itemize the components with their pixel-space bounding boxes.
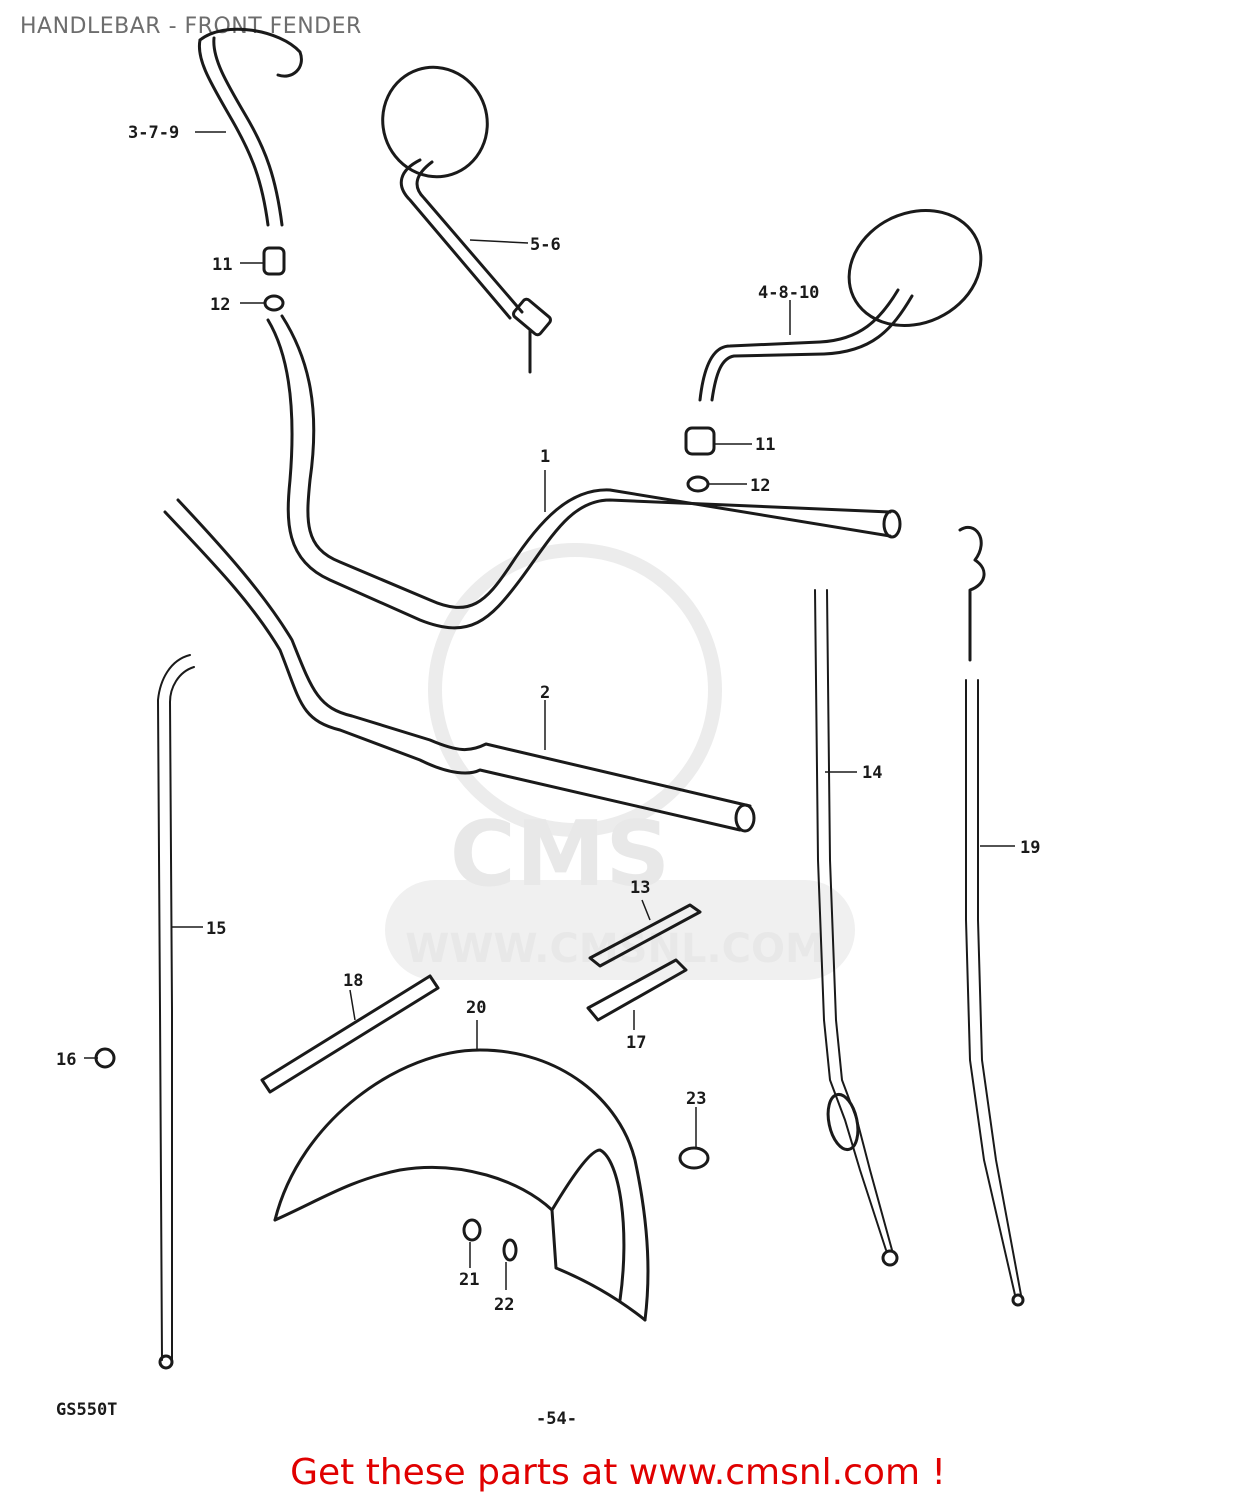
callout-12-right: 12: [750, 476, 770, 496]
page-title: HANDLEBAR - FRONT FENDER: [20, 14, 362, 39]
callout-3-7-9: 3-7-9: [128, 123, 179, 143]
callout-16: 16: [56, 1050, 76, 1070]
handlebar-lower-inner: [176, 498, 752, 808]
callout-4-8-10: 4-8-10: [758, 283, 819, 303]
bolt-23: [678, 1146, 710, 1170]
handlebar-upper: [266, 318, 892, 630]
callout-13: 13: [630, 878, 650, 898]
stay-17: [586, 958, 688, 1022]
handlebar-lower: [163, 510, 742, 832]
callout-23: 23: [686, 1089, 706, 1109]
leader-lines: [84, 131, 1015, 1290]
handlebar-upper-inner: [280, 314, 892, 609]
clip-16: [94, 1047, 116, 1069]
callout-19: 19: [1020, 838, 1040, 858]
cable-14: [814, 589, 899, 1267]
watermark-logo: CMS: [450, 802, 670, 907]
callout-11-left: 11: [212, 255, 232, 275]
stay-13: [588, 903, 702, 968]
callout-18: 18: [343, 971, 363, 991]
callout-12-left: 12: [210, 295, 230, 315]
callout-14: 14: [862, 763, 882, 783]
watermark: CMS WWW.CMSNL.COM: [385, 543, 855, 980]
callout-5-6: 5-6: [530, 235, 561, 255]
watermark-url: WWW.CMSNL.COM: [405, 926, 825, 972]
callout-2: 2: [540, 683, 550, 703]
callout-20: 20: [466, 998, 486, 1018]
callout-21: 21: [459, 1270, 479, 1290]
bolt-21: [462, 1218, 482, 1242]
page-number: -54-: [536, 1409, 577, 1429]
round-mirror-left: [381, 65, 552, 374]
callout-15: 15: [206, 919, 226, 939]
callout-17: 17: [626, 1033, 646, 1053]
callout-22: 22: [494, 1295, 514, 1315]
nut-22: [502, 1238, 518, 1262]
footer-cta-link[interactable]: Get these parts at www.cmsnl.com !: [290, 1452, 946, 1493]
cable-15: [156, 654, 195, 1370]
model-code: GS550T: [56, 1400, 117, 1420]
cable-19: [958, 525, 1025, 1307]
callout-11-right: 11: [755, 435, 775, 455]
front-fender: [273, 1048, 650, 1322]
handlebar-lower-end: [734, 803, 756, 833]
round-mirror-right: [684, 208, 983, 493]
handlebar-upper-end: [882, 509, 902, 539]
stay-18: [260, 974, 440, 1094]
callout-1: 1: [540, 447, 550, 467]
